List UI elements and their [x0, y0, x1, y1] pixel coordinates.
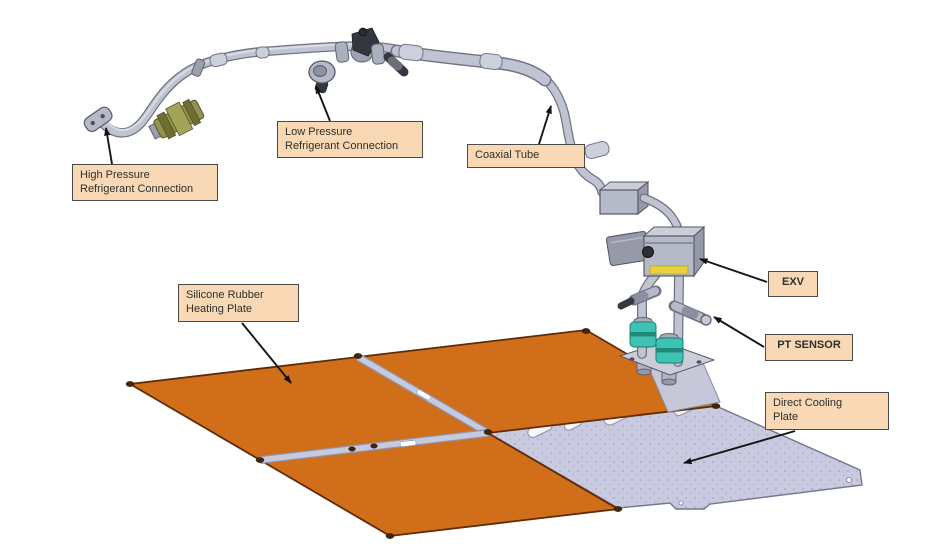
direct-cooling-plate — [485, 397, 863, 510]
leader-heating-plate — [241, 322, 292, 384]
tube-clamp-right — [655, 333, 684, 364]
label-line: High Pressure — [80, 169, 150, 181]
label-exv: EXV — [768, 271, 818, 297]
pt-sensor-tip — [700, 314, 712, 326]
cooling-plate-edge-hole — [678, 500, 684, 506]
charge-port-fitting — [383, 52, 409, 77]
pipe-collar — [334, 41, 350, 63]
label-line: Low Pressure — [285, 126, 353, 138]
label-line: Coaxial Tube — [475, 149, 540, 161]
refrigerant-pipe-assembly — [83, 27, 610, 197]
label-low-pressure-connection: Low Pressure Refrigerant Connection — [277, 121, 423, 158]
tube-clamp-left — [629, 317, 657, 348]
leader-exv — [699, 258, 768, 283]
label-line: Heating Plate — [186, 303, 253, 316]
leader-pt-sensor — [713, 316, 765, 348]
label-line: Refrigerant Connection — [80, 183, 194, 196]
label-heating-plate: Silicone Rubber Heating Plate — [178, 284, 299, 322]
pipe-collar — [209, 52, 228, 68]
label-line: Refrigerant Connection — [285, 140, 399, 153]
plate-divider-strip-horizontal — [259, 429, 489, 464]
plate-corner-clips — [125, 328, 721, 539]
high-pressure-service-valve — [148, 98, 205, 140]
exv-valve — [605, 225, 706, 278]
plate-divider-strip-vertical — [355, 353, 491, 437]
label-cooling-plate: Direct Cooling Plate — [765, 392, 889, 430]
exv-knob — [642, 246, 654, 258]
coax-block-fitting — [598, 180, 650, 216]
label-coaxial-tube: Coaxial Tube — [467, 144, 585, 168]
cooling-plate-corner-hole — [845, 476, 853, 484]
low-pressure-port — [308, 60, 336, 94]
leader-cooling-plate — [683, 430, 796, 464]
leader-coaxial-tube — [538, 105, 552, 145]
pipe-bracket — [191, 58, 206, 77]
pt-sensor-left — [617, 285, 662, 310]
high-pressure-flange — [83, 106, 113, 133]
label-line: PT SENSOR — [777, 339, 841, 351]
pipe-collar — [370, 43, 386, 65]
leader-low-pressure — [315, 85, 331, 122]
mounting-bolt-hole — [629, 357, 635, 361]
coaxial-tube-section — [390, 43, 552, 87]
label-line: Plate — [773, 411, 799, 424]
label-line: Silicone Rubber — [186, 289, 264, 301]
label-high-pressure-connection: High Pressure Refrigerant Connection — [72, 164, 218, 201]
pipe-collar — [255, 46, 270, 59]
pt-sensor-right — [668, 300, 712, 326]
pipe-collar — [584, 140, 610, 160]
mounting-bolt-hole — [696, 360, 702, 364]
plate-assembly — [125, 328, 863, 539]
exv-yellow-band — [649, 265, 689, 275]
leader-lines — [104, 85, 796, 464]
exv-side-face — [693, 225, 705, 278]
leader-high-pressure — [104, 127, 113, 165]
label-line: Direct Cooling — [773, 397, 843, 409]
label-line: EXV — [781, 276, 804, 288]
label-pt-sensor: PT SENSOR — [765, 334, 853, 361]
